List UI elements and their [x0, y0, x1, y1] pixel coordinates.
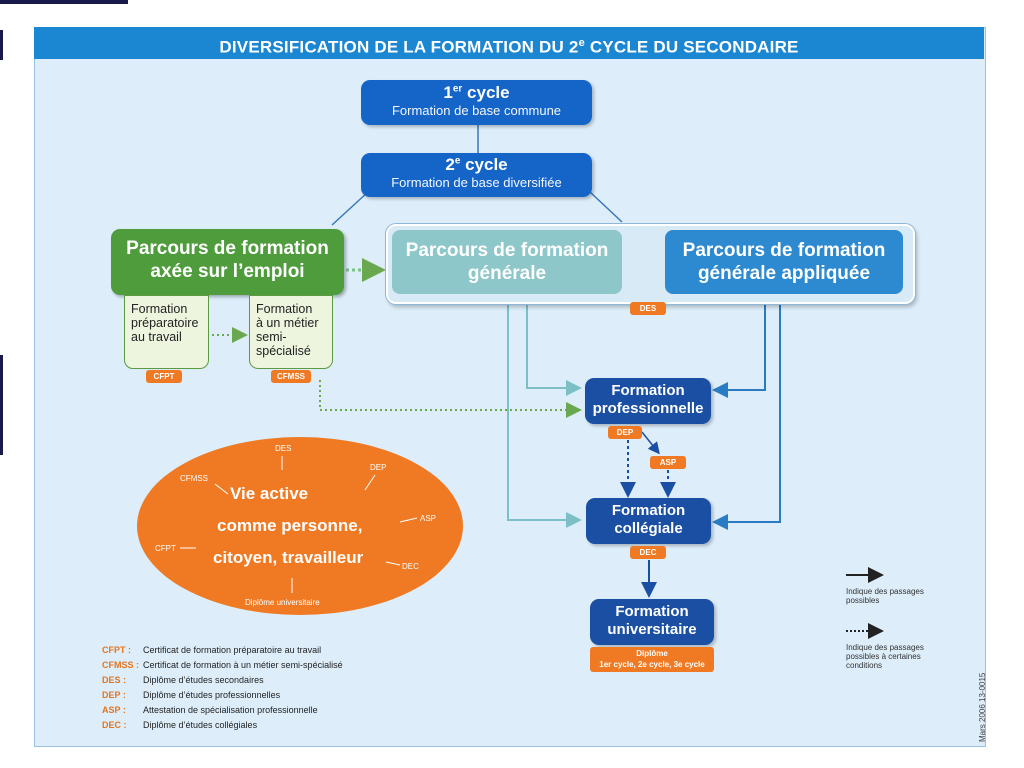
tag-cfpt: CFPT — [146, 370, 182, 383]
corner-mark — [0, 0, 128, 4]
oval-label-des: DES — [275, 444, 292, 453]
legend-def-dec: Diplôme d’études collégiales — [143, 720, 258, 730]
legend-abbr-dep: DEP : — [102, 690, 126, 700]
legend-dotted-arrow-note: Indique des passages possibles à certain… — [846, 643, 924, 670]
parcours-generale-box: Parcours de formation générale — [392, 230, 622, 294]
tag-des: DES — [630, 302, 666, 315]
legend-def-dep: Diplôme d’études professionnelles — [143, 690, 281, 700]
parcours-emploi-box: Parcours de formation axée sur l’emploi — [111, 229, 344, 295]
tag-cfmss: CFMSS — [271, 370, 311, 383]
legend-def-cfpt: Certificat de formation préparatoire au … — [143, 645, 322, 655]
formation-collegiale-box: Formation collégiale — [586, 498, 711, 544]
oval-line-3: citoyen, travailleur — [213, 548, 364, 567]
formation-preparatoire-box: Formation préparatoire au travail — [124, 295, 209, 369]
tag-dep: DEP — [608, 426, 642, 439]
oval-label-diplome-univ: Diplôme universitaire — [245, 598, 320, 607]
edge-mark — [0, 30, 3, 60]
formation-metier-box: Formation à un métier semi- spécialisé — [249, 295, 333, 369]
cycle-2-box: 2e cycle Formation de base diversifiée — [361, 153, 592, 197]
parcours-appliquee-box: Parcours de formation générale appliquée — [665, 230, 903, 294]
legend-abbr-cfmss: CFMSS : — [102, 660, 139, 670]
tag-dec: DEC — [630, 546, 666, 559]
diagram-panel — [34, 27, 986, 747]
oval-line-2: comme personne, — [217, 516, 363, 535]
edge-mark — [0, 355, 3, 455]
legend-solid-arrow-note: Indique des passages possibles — [846, 587, 924, 605]
legend-abbr-asp: ASP : — [102, 705, 126, 715]
formation-professionnelle-box: Formation professionnelle — [585, 378, 711, 424]
oval-line-1: Vie active — [230, 484, 309, 503]
legend-abbr-cfpt: CFPT : — [102, 645, 131, 655]
formation-universitaire-box: Formation universitaire — [590, 599, 714, 645]
legend-def-cfmss: Certificat de formation à un métier semi… — [143, 660, 343, 670]
oval-label-asp: ASP — [420, 514, 437, 523]
vie-active-oval — [137, 437, 463, 615]
legend-def-asp: Attestation de spécialisation profession… — [143, 705, 318, 715]
oval-label-cfpt: CFPT — [155, 544, 176, 553]
oval-label-dec: DEC — [402, 562, 419, 571]
legend-def-des: Diplôme d’études secondaires — [143, 675, 264, 685]
tag-diplome-universitaire: Diplôme 1er cycle, 2e cycle, 3e cycle — [590, 647, 714, 672]
date-stamp: Mars 2006 13-0015 — [978, 672, 987, 742]
tag-asp: ASP — [650, 456, 686, 469]
diagram-title: DIVERSIFICATION DE LA FORMATION DU 2e CY… — [34, 27, 984, 59]
oval-label-dep: DEP — [370, 463, 387, 472]
legend-abbr-dec: DEC : — [102, 720, 127, 730]
cycle-1-box: 1er cycle Formation de base commune — [361, 80, 592, 125]
oval-label-cfmss: CFMSS — [180, 474, 208, 483]
legend-abbr-des: DES : — [102, 675, 127, 685]
